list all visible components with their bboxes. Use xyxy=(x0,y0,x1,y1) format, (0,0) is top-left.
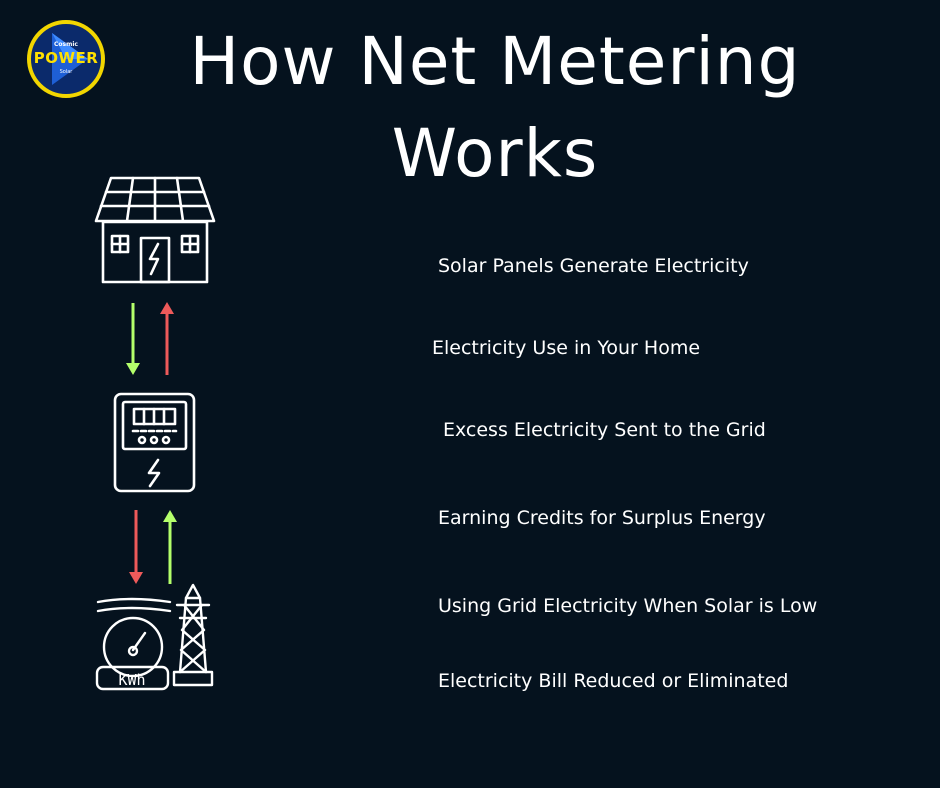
arrow-up-icon xyxy=(160,302,174,375)
arrow-down-icon xyxy=(129,510,143,584)
logo-mark-icon xyxy=(27,20,105,98)
cosmic-power-logo: Cosmic POWER Solar xyxy=(26,19,106,99)
arrow-down-icon xyxy=(126,303,140,375)
logo-bottom-text: Solar xyxy=(59,69,73,75)
step-1: Solar Panels Generate Electricity xyxy=(438,255,749,277)
power-grid-icon xyxy=(95,583,214,691)
step-3: Excess Electricity Sent to the Grid xyxy=(443,419,766,441)
step-5: Using Grid Electricity When Solar is Low xyxy=(438,595,818,617)
arrow-up-icon xyxy=(163,510,177,584)
step-6: Electricity Bill Reduced or Eliminated xyxy=(438,670,789,692)
step-2: Electricity Use in Your Home xyxy=(432,337,701,359)
page-title: How Net Metering Works xyxy=(189,23,801,192)
logo-top-text: Cosmic xyxy=(54,41,78,48)
electric-meter-icon xyxy=(113,392,196,493)
solar-house-icon xyxy=(94,176,216,284)
kwh-label: KWh xyxy=(118,671,145,689)
logo-main-text: POWER xyxy=(33,49,99,67)
step-4: Earning Credits for Surplus Energy xyxy=(438,507,766,529)
